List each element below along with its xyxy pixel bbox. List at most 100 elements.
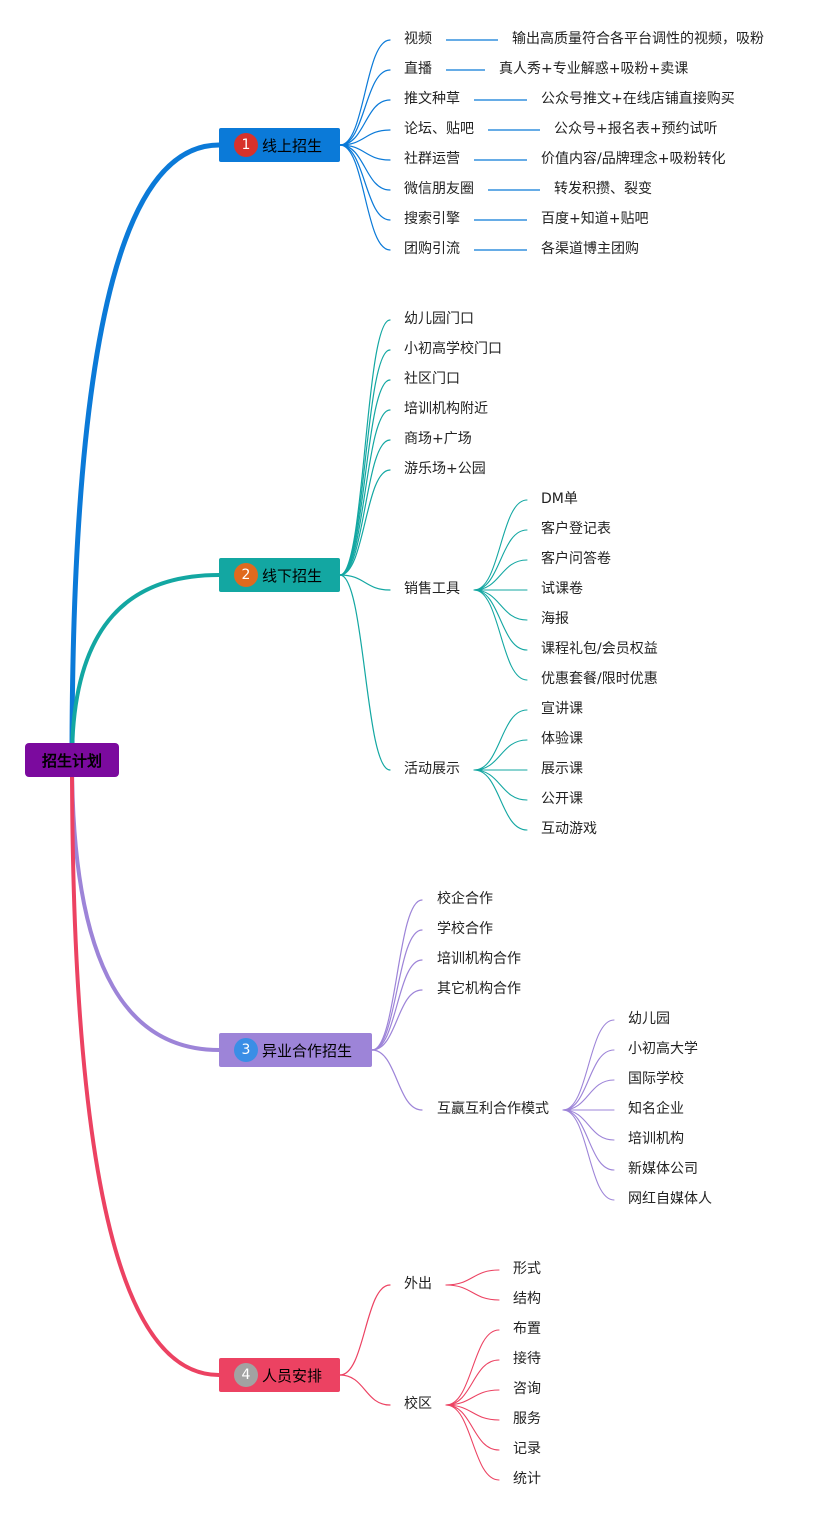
branch-4-item-1-child-1-label: 接待 — [513, 1351, 541, 1367]
branch-4-item-0-child-1-label: 结构 — [513, 1291, 541, 1307]
branch-1-item-4-connector — [339, 144, 391, 161]
branch-2-item-1-connector — [339, 349, 391, 576]
branch-3-item-4-child-4-label: 培训机构 — [628, 1131, 684, 1147]
branch-1-item-0-desc: 输出高质量符合各平台调性的视频，吸粉 — [512, 31, 764, 47]
branch-2-label: 线下招生 — [262, 566, 323, 585]
branch-4-item-1-child-2-label: 咨询 — [513, 1381, 541, 1397]
branch-4-item-0-connector — [339, 1284, 391, 1376]
branch-3-item-1-connector — [371, 929, 423, 1051]
branch-2-item-6-child-0-connector — [473, 499, 528, 591]
branch-3-item-2-label: 培训机构合作 — [437, 951, 521, 967]
branch-3-item-4-child-2-label: 国际学校 — [628, 1071, 684, 1087]
branch-2-item-0-connector — [339, 319, 391, 576]
branch-2-item-6-child-5-connector — [473, 589, 528, 651]
branch-1-item-6-desc: 百度+知道+贴吧 — [541, 211, 649, 227]
branch-3-item-4-child-1-connector — [562, 1049, 615, 1111]
branch-3-item-0-label: 校企合作 — [437, 891, 493, 907]
branch-2-item-6-child-4-label: 海报 — [541, 611, 569, 627]
branch-3-label: 异业合作招生 — [262, 1041, 353, 1060]
branch-4-item-1-connector — [339, 1374, 391, 1406]
branch-4-item-1-child-4-label: 记录 — [513, 1441, 541, 1457]
branch-4-item-1-child-3-label: 服务 — [513, 1411, 541, 1427]
branch-1-item-7-connector — [339, 144, 391, 251]
branch-3-item-0-connector — [371, 899, 423, 1051]
branch-2-item-7-child-4-label: 互动游戏 — [541, 821, 597, 837]
branch-4-item-1-child-0-connector — [445, 1329, 500, 1406]
branch-2-item-7-child-2-label: 展示课 — [541, 761, 583, 777]
branch-1-item-3-label: 论坛、贴吧 — [404, 121, 474, 137]
branch-4-item-1-child-2-connector — [445, 1389, 500, 1406]
branch-2-item-6-child-2-label: 客户问答卷 — [541, 551, 611, 567]
branch-1-number-badge: 1 — [234, 133, 258, 157]
branch-1-item-7-label: 团购引流 — [404, 241, 460, 257]
branch-2-item-2-connector — [339, 379, 391, 576]
branch-2-item-6-child-5-label: 课程礼包/会员权益 — [541, 641, 658, 657]
branch-1-item-6-label: 搜索引擎 — [404, 211, 460, 227]
root-label: 招生计划 — [41, 751, 102, 770]
branch-2-item-3-label: 培训机构附近 — [404, 401, 488, 417]
branch-2-item-1-label: 小初高学校门口 — [404, 341, 502, 357]
branch-1-item-2-label: 推文种草 — [404, 91, 460, 107]
branch-2-item-6-child-0-label: DM单 — [541, 491, 578, 507]
branch-2-item-6-child-6-label: 优惠套餐/限时优惠 — [541, 671, 658, 687]
branch-1-item-3-desc: 公众号+报名表+预约试听 — [554, 121, 718, 137]
branch-3-connector — [70, 758, 221, 1052]
branch-4-item-1-child-4-connector — [445, 1404, 500, 1451]
branch-4-item-1-label: 校区 — [404, 1396, 432, 1412]
branch-3-item-4-child-5-connector — [562, 1109, 615, 1171]
branch-1-label: 线上招生 — [262, 136, 323, 155]
branch-1-item-0-connector — [339, 39, 391, 146]
branch-3-item-4-child-3-label: 知名企业 — [628, 1101, 684, 1117]
branch-2-item-7-child-1-connector — [473, 739, 528, 771]
branch-1-item-4-label: 社群运营 — [404, 151, 460, 167]
branch-2-item-5-label: 游乐场+公园 — [404, 461, 486, 477]
branch-2-number-badge: 2 — [234, 563, 258, 587]
branch-2-item-6-connector — [339, 574, 391, 591]
branch-4-item-1-child-5-label: 统计 — [513, 1471, 541, 1487]
branch-2-item-6-child-6-connector — [473, 589, 528, 681]
branch-2-item-0-label: 幼儿园门口 — [404, 311, 474, 327]
branch-3-item-4-child-5-label: 新媒体公司 — [628, 1161, 698, 1177]
branch-1-item-3-connector — [339, 129, 391, 146]
root-node[interactable]: 招生计划 — [25, 743, 119, 777]
branch-1-item-2-desc: 公众号推文+在线店铺直接购买 — [541, 91, 735, 107]
branch-1-item-4-desc: 价值内容/品牌理念+吸粉转化 — [541, 151, 726, 167]
branch-3-item-1-label: 学校合作 — [437, 921, 493, 937]
branch-2-item-6-child-1-label: 客户登记表 — [541, 521, 611, 537]
branch-2-item-3-connector — [339, 409, 391, 576]
branch-4-item-0-child-1-connector — [445, 1284, 500, 1301]
branch-4-item-1-child-5-connector — [445, 1404, 500, 1481]
branch-2-item-7-child-3-label: 公开课 — [541, 791, 583, 807]
branch-4-item-1-child-0-label: 布置 — [513, 1321, 541, 1337]
branch-4-item-0-child-0-connector — [445, 1269, 500, 1286]
branch-4-item-0-child-0-label: 形式 — [513, 1261, 541, 1277]
branch-2-item-7-child-3-connector — [473, 769, 528, 801]
branch-3-number-badge: 3 — [234, 1038, 258, 1062]
branch-4-item-0-label: 外出 — [404, 1276, 432, 1292]
branch-1-item-1-desc: 真人秀+专业解惑+吸粉+卖课 — [499, 61, 689, 77]
branch-3-item-4-child-0-label: 幼儿园 — [628, 1011, 670, 1027]
branch-3-item-4-connector — [371, 1049, 423, 1111]
branch-3-item-4-child-6-label: 网红自媒体人 — [628, 1191, 712, 1207]
branch-3-item-4-child-4-connector — [562, 1109, 615, 1141]
branch-3-item-4-child-6-connector — [562, 1109, 615, 1201]
branch-2-item-7-child-0-connector — [473, 709, 528, 771]
branch-2-item-6-child-3-label: 试课卷 — [541, 581, 583, 597]
branch-3-item-3-label: 其它机构合作 — [437, 981, 521, 997]
branch-2-item-4-label: 商场+广场 — [404, 431, 472, 447]
branch-4-item-1-child-1-connector — [445, 1359, 500, 1406]
branch-3-item-4-label: 互赢互利合作模式 — [437, 1101, 549, 1117]
branch-3-item-2-connector — [371, 959, 423, 1051]
branch-1-item-5-desc: 转发积攒、裂变 — [554, 181, 652, 197]
branch-2-item-7-child-1-label: 体验课 — [541, 731, 583, 747]
branch-3-item-4-child-2-connector — [562, 1079, 615, 1111]
branch-1-item-2-connector — [339, 99, 391, 146]
branch-1-item-5-connector — [339, 144, 391, 191]
branch-2-item-7-connector — [339, 574, 391, 771]
branch-2-item-7-child-0-label: 宣讲课 — [541, 701, 583, 717]
